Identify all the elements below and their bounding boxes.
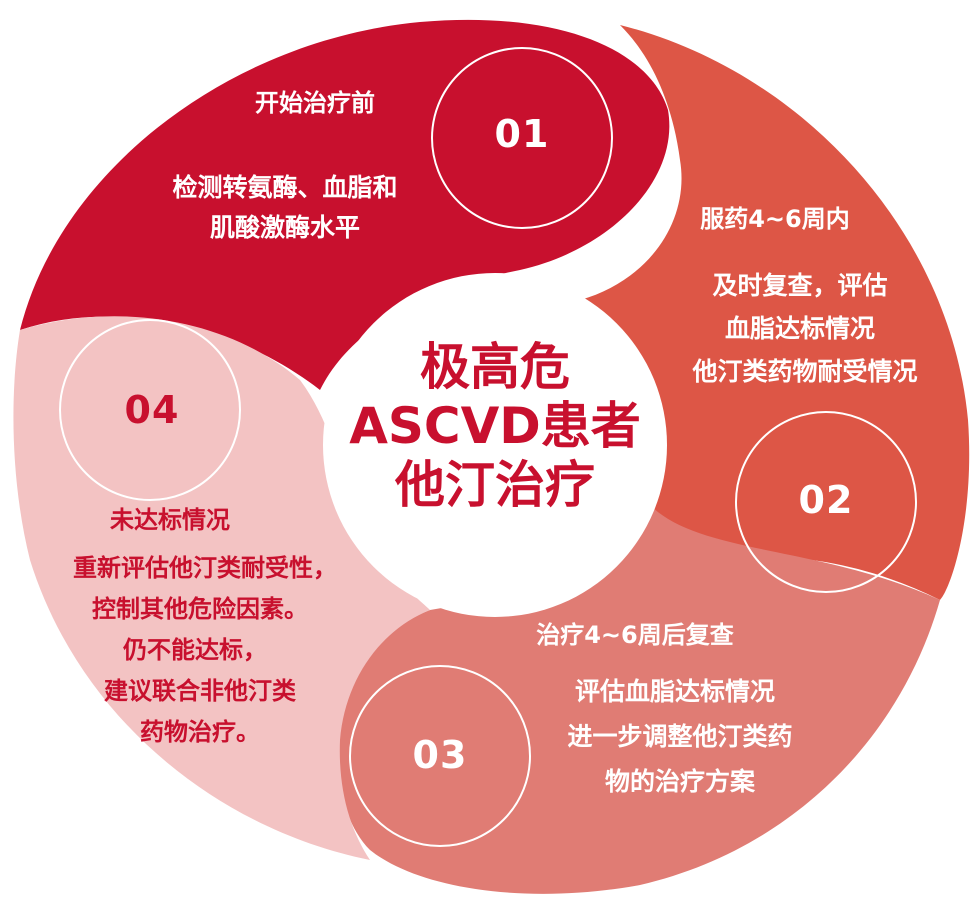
- step-02-line1: 及时复查，评估: [712, 271, 888, 300]
- step-04-number: 04: [124, 388, 180, 432]
- step-01-number: 01: [494, 112, 550, 156]
- step-01-title: 开始治疗前: [255, 89, 375, 117]
- step-04-line5: 药物治疗。: [140, 718, 260, 746]
- step-02-line2: 血脂达标情况: [724, 314, 875, 343]
- segment-02: [580, 25, 970, 600]
- step-02-title: 服药4~6周内: [700, 205, 850, 233]
- step-04-line3: 仍不能达标，: [123, 636, 267, 664]
- center-title-line2: ASCVD患者: [349, 397, 641, 455]
- center-title-line1: 极高危: [420, 338, 570, 396]
- step-04-title: 未达标情况: [110, 506, 230, 534]
- step-03-line2: 进一步调整他汀类药: [567, 722, 793, 751]
- center-title: 极高危 ASCVD患者 他汀治疗: [330, 338, 660, 515]
- ring-03: [349, 665, 531, 847]
- segment-01: [20, 19, 670, 391]
- step-03-title: 治疗4~6周后复查: [536, 621, 734, 649]
- center-disc: [323, 273, 667, 617]
- center-title-line3: 他汀治疗: [395, 456, 595, 514]
- step-04-line4: 建议联合非他汀类: [104, 677, 296, 705]
- ring-02: [735, 411, 917, 593]
- step-02-line3: 他汀类药物耐受情况: [692, 357, 918, 386]
- step-02-number: 02: [798, 478, 854, 522]
- step-04-line2: 控制其他危险因素。: [92, 595, 308, 623]
- ring-01: [431, 47, 613, 229]
- ring-04: [59, 319, 241, 501]
- step-01-line2: 肌酸激酶水平: [209, 213, 360, 242]
- step-03-number: 03: [412, 733, 468, 777]
- step-03-line3: 物的治疗方案: [604, 767, 755, 796]
- step-03-line1: 评估血脂达标情况: [574, 677, 775, 706]
- step-04-line1: 重新评估他汀类耐受性，: [73, 554, 337, 582]
- step-01-line1: 检测转氨酶、血脂和: [172, 173, 398, 202]
